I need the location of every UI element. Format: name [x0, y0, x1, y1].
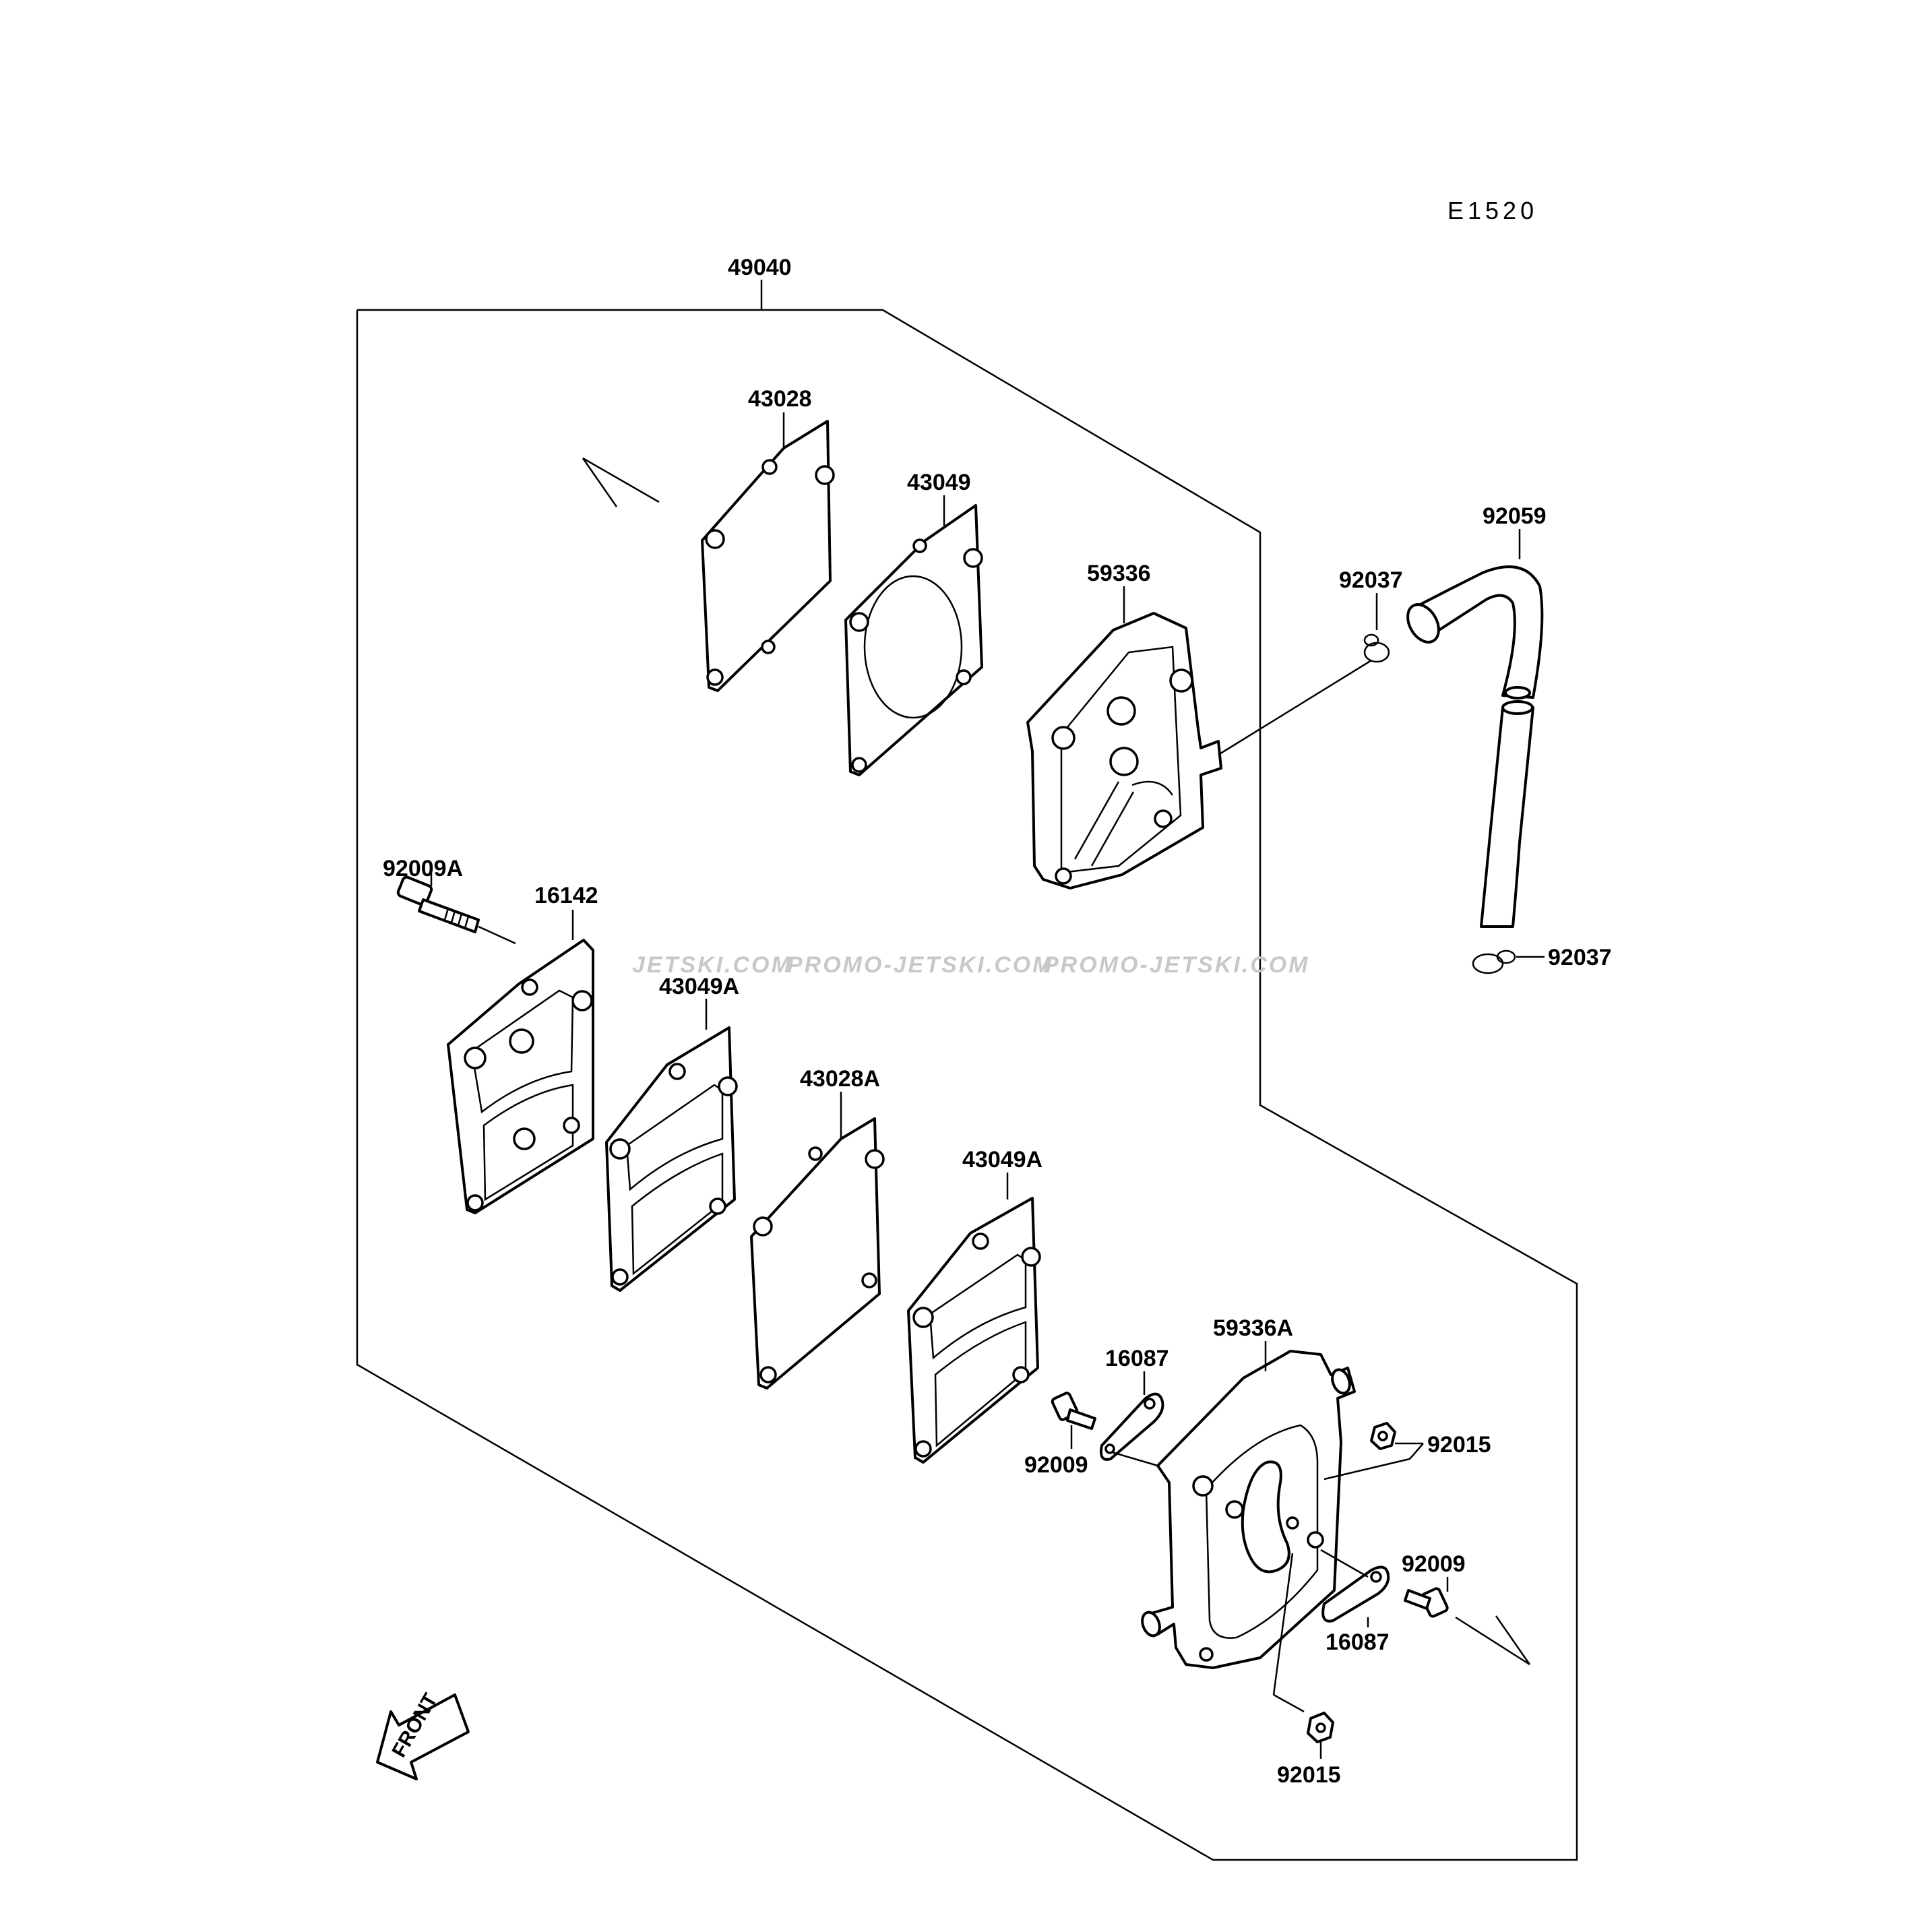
label-92015-upper: 92015 [1427, 1432, 1491, 1458]
part-43049A-gasket-left [605, 999, 738, 1292]
part-92009-screw-lower [1404, 1577, 1449, 1618]
part-16087-valve-upper [1099, 1371, 1164, 1467]
part-92037-clamp-lower [1472, 949, 1545, 974]
part-59336-pump-cover [1026, 586, 1222, 890]
label-92009-lower: 92009 [1402, 1551, 1466, 1577]
label-49040: 49040 [728, 255, 792, 280]
part-16142-cover-plate [447, 910, 594, 1214]
part-92037-clamp-upper [1363, 593, 1390, 663]
label-92015-lower: 92015 [1277, 1762, 1341, 1788]
fuel-line-leader [1218, 659, 1372, 756]
label-43049A-right: 43049A [962, 1147, 1042, 1173]
diagram-code: E1520 [1447, 197, 1538, 224]
label-59336: 59336 [1087, 561, 1151, 586]
label-16142: 16142 [534, 883, 598, 908]
assembly-boundary [356, 309, 1578, 1861]
part-92015-nut-lower [1272, 1553, 1334, 1759]
direction-mark-upper [582, 457, 660, 507]
part-16087-valve-lower [1320, 1549, 1390, 1627]
label-43028: 43028 [748, 386, 812, 412]
part-43028-diaphragm [701, 412, 835, 692]
label-43049: 43049 [907, 470, 971, 495]
label-43049A-left: 43049A [659, 974, 739, 999]
label-16087-upper: 16087 [1105, 1346, 1169, 1371]
watermark-2: PROMO-JETSKI.COM [787, 952, 1054, 978]
label-92009-upper: 92009 [1024, 1452, 1088, 1478]
watermark-3: PROMO-JETSKI.COM [1043, 952, 1310, 978]
label-59336A: 59336A [1213, 1315, 1293, 1341]
label-92009A: 92009A [383, 856, 463, 881]
part-92059-fuel-hose [1406, 529, 1544, 928]
part-92009-screw-upper [1051, 1392, 1096, 1449]
label-16087-lower: 16087 [1326, 1629, 1390, 1655]
label-43028A: 43028A [800, 1066, 880, 1092]
part-92009A-screw [396, 869, 516, 945]
front-arrow: FRONT [376, 1690, 470, 1780]
part-92015-nut-upper [1323, 1422, 1424, 1481]
part-43049A-gasket-right [907, 1173, 1041, 1464]
part-43049-gasket [844, 495, 983, 776]
label-92037-upper: 92037 [1339, 567, 1403, 593]
label-92037-lower: 92037 [1548, 945, 1612, 970]
direction-mark-lower [1455, 1615, 1531, 1666]
label-92059: 92059 [1483, 503, 1547, 529]
part-59336A-pump-body [1141, 1341, 1356, 1669]
watermark-1: JETSKI.COM [632, 952, 792, 978]
part-43028A-diaphragm [750, 1092, 885, 1390]
